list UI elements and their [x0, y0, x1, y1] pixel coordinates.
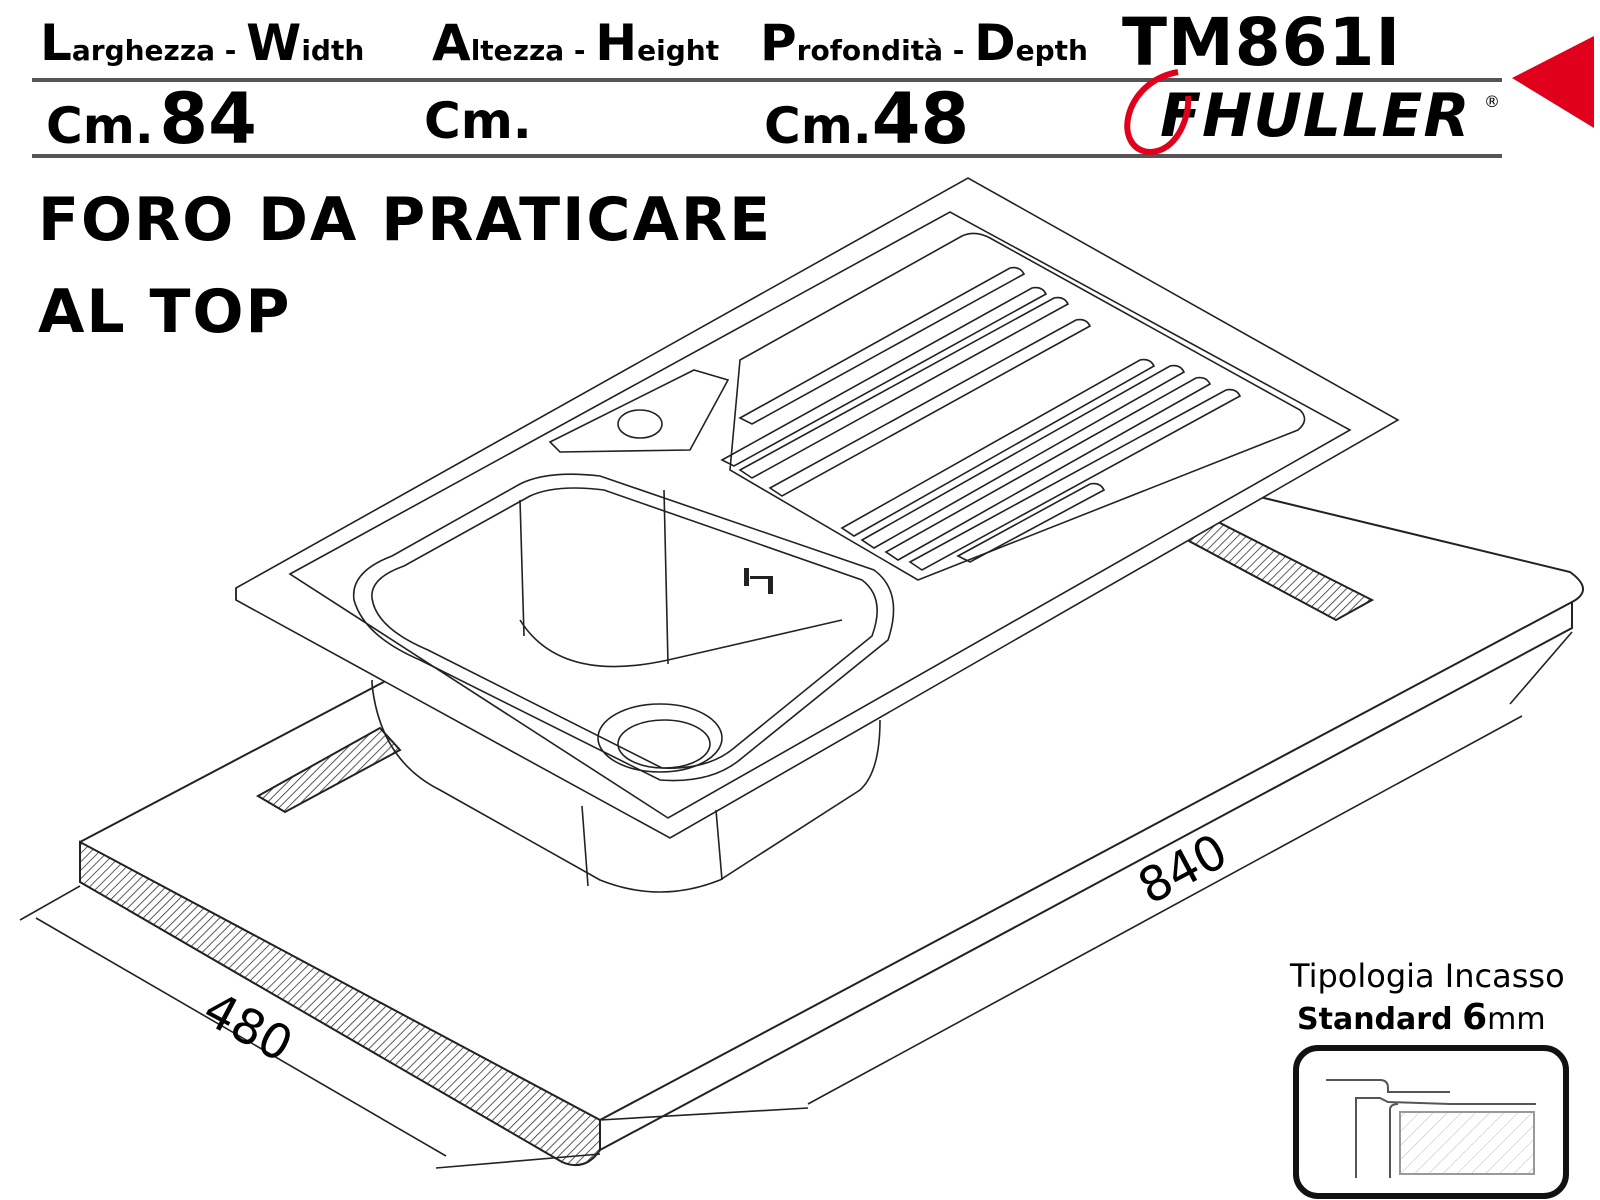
- width-value: Cm. 84: [46, 78, 257, 160]
- install-type-box: [1293, 1045, 1569, 1199]
- bowl-rim: [352, 473, 895, 782]
- tap-hole: [617, 409, 663, 439]
- countertop: [79, 408, 1584, 1166]
- brand-logo: FHULLER: [1160, 81, 1471, 151]
- depth-label: Profondità - Depth: [760, 14, 1088, 72]
- drainboard-ribs-lower: [840, 358, 1242, 571]
- dimension-length-label: 840: [1129, 823, 1236, 915]
- cutout-note-line1: FORO DA PRATICARE: [38, 185, 773, 255]
- drain-inner: [617, 719, 711, 769]
- header-divider-bottom: [32, 154, 1502, 158]
- install-type-label: Tipologia Incasso: [1290, 957, 1565, 995]
- height-value: Cm.: [424, 92, 532, 150]
- red-arrow-icon: [1512, 36, 1594, 128]
- logo-swoosh-icon: [1124, 69, 1192, 156]
- width-label: Larghezza - Width: [40, 14, 365, 72]
- cutout-note-line2: AL TOP: [38, 277, 292, 347]
- header-divider-top: [32, 78, 1502, 82]
- model-code: TM861I: [1122, 4, 1402, 81]
- drain-outer: [597, 703, 723, 773]
- dimension-lines: [19, 631, 1573, 1169]
- sink: [235, 177, 1400, 893]
- height-label: Altezza - Height: [432, 14, 720, 72]
- drainboard-ribs-upper: [720, 266, 1092, 497]
- depth-value: Cm.48: [764, 78, 970, 160]
- brand-registered-mark: ®: [1484, 92, 1500, 111]
- install-profile-icon: [1326, 1079, 1536, 1178]
- overflow-slot-icon: [744, 568, 773, 594]
- install-type-value: Standard 6mm: [1297, 997, 1546, 1038]
